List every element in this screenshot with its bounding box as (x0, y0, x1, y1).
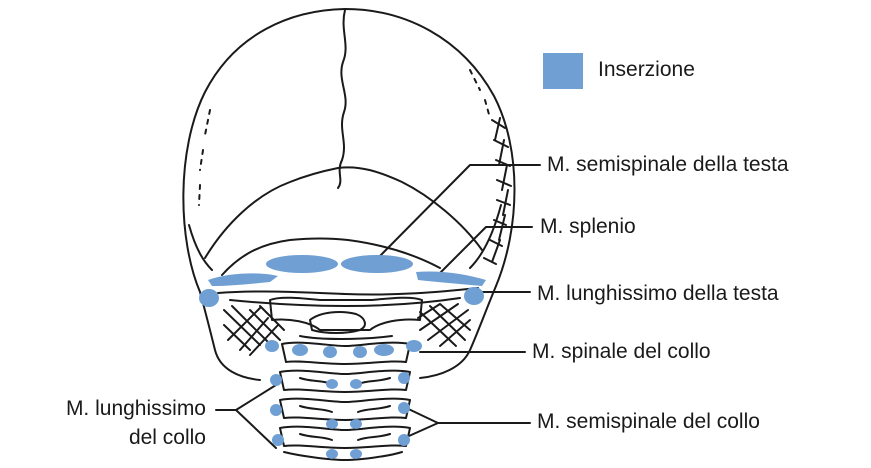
leader-semispinale-testa (378, 165, 540, 258)
label-splenio: M. splenio (540, 215, 636, 239)
lambdoid-suture (205, 167, 482, 258)
legend-label: Inserzione (598, 58, 695, 82)
insertion-areas (199, 255, 486, 459)
atlas (270, 298, 422, 330)
vertebra-c3 (280, 371, 410, 392)
vertebra-c5 (280, 427, 410, 448)
leader-splenio (438, 227, 532, 275)
label-lunghissimo-collo-line2: del collo (18, 426, 206, 450)
sagittal-suture (338, 10, 346, 188)
label-semispinale-collo: M. semispinale del collo (537, 410, 760, 434)
label-semispinale-testa: M. semispinale della testa (547, 153, 789, 177)
label-spinale-collo: M. spinale del collo (532, 340, 711, 364)
leader-semispinale-collo (400, 405, 530, 440)
legend-swatch-insertion (543, 53, 583, 89)
label-lunghissimo-collo-line1: M. lunghissimo (18, 397, 206, 421)
label-lunghissimo-testa: M. lunghissimo della testa (537, 282, 779, 306)
leader-lunghissimo-collo (216, 385, 276, 448)
vertebra-c4 (280, 399, 410, 420)
